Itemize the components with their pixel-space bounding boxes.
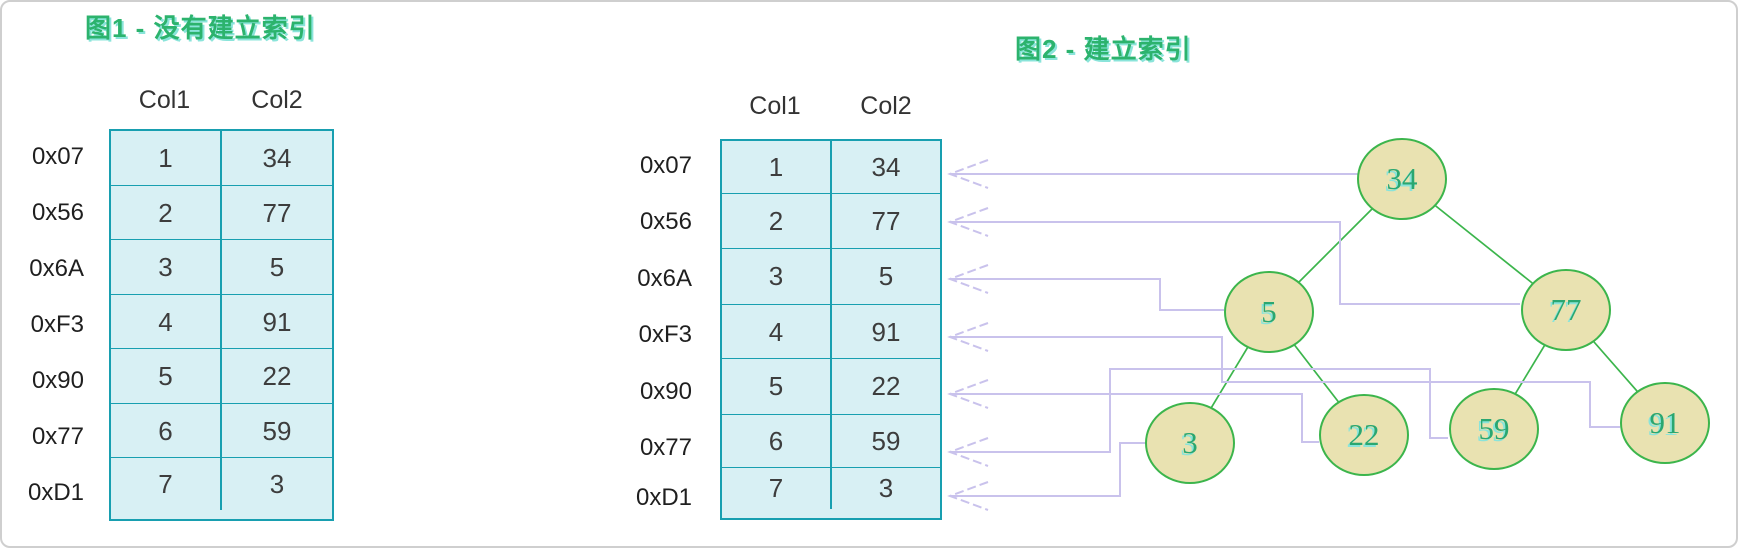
- figure1-cell-col2: 77: [262, 197, 292, 228]
- figure2-row-address: 0x90: [639, 378, 692, 405]
- figure2-row-address: 0x07: [639, 152, 692, 179]
- figure2-row-address: 0x6A: [637, 265, 692, 292]
- figure2-title: 图2 - 建立索引: [1015, 34, 1192, 64]
- tree-node-91: 91: [1620, 382, 1710, 464]
- pointer-line-3-to-0xD1: [950, 442, 1146, 497]
- tree-node-22: 22: [1319, 394, 1409, 476]
- figure1-cell-col2: 5: [269, 252, 285, 282]
- figure1-row-address: 0xD1: [27, 479, 84, 506]
- figure2-cell-col1: 2: [722, 193, 832, 248]
- figure1-row-address: 0x90: [31, 367, 84, 394]
- pointer-arrowhead-0xD1: [947, 481, 989, 511]
- figure1-row-address: 0x07: [31, 143, 84, 170]
- figure2-table-row: 2 77: [722, 193, 940, 249]
- tree-node-59: 59: [1449, 388, 1539, 470]
- figure1-cell-col1: 1: [111, 131, 222, 185]
- figure2-cell-col2: 5: [878, 261, 894, 291]
- figure1-column-header: Col2: [251, 86, 303, 114]
- figure1-row-address: 0x6A: [29, 255, 84, 282]
- figure1-row-address: 0x56: [31, 199, 84, 226]
- figure2-cell-col2: 59: [871, 425, 901, 456]
- pointer-arrowhead-0x77: [947, 437, 989, 467]
- pointer-line-5-to-0x6A: [950, 278, 1224, 311]
- pointer-arrowhead-0x6A: [947, 264, 989, 294]
- pointer-arrowhead-0x56: [947, 207, 989, 237]
- figure2-row-address: 0x56: [639, 208, 692, 235]
- figure2-column-header: Col1: [749, 92, 801, 120]
- figure1-table-row: 2 77: [111, 185, 332, 240]
- figure1-table-row: 5 22: [111, 349, 332, 404]
- figure1-cell-col1: 6: [111, 403, 222, 457]
- figure2-cell-col2: 91: [871, 316, 901, 347]
- tree-node-5: 5: [1224, 271, 1314, 353]
- figure1-cell-col2: 91: [262, 306, 292, 337]
- figure1-cell-col1: 7: [111, 458, 222, 510]
- figure2-cell-col1: 7: [722, 468, 832, 509]
- tree-node-77: 77: [1521, 269, 1611, 351]
- figure1-cell-col2: 3: [269, 469, 285, 499]
- figure1-cell-col1: 2: [111, 185, 222, 239]
- figure2-cell-col1: 6: [722, 414, 832, 467]
- tree-node-3: 3: [1145, 402, 1235, 484]
- figure1-cell-col2: 34: [262, 143, 292, 173]
- pointer-arrowhead-0x07: [947, 159, 989, 189]
- pointer-arrowhead-0xF3: [947, 322, 989, 352]
- figure1-row-address: 0x77: [31, 423, 84, 450]
- figure2-cell-col2: 3: [878, 473, 894, 503]
- tree-node-34: 34: [1357, 138, 1447, 220]
- pointer-arrowhead-0x90: [947, 379, 989, 409]
- figure2-cell-col2: 34: [871, 152, 901, 182]
- figure2-row-address: 0xF3: [638, 321, 692, 348]
- pointer-line-22-to-0x90: [950, 393, 1319, 443]
- figure2-table-row: 1 34: [722, 141, 940, 194]
- figure1-cell-col2: 22: [262, 361, 292, 391]
- figure2-table-row: 6 59: [722, 414, 940, 468]
- figure1-title: 图1 - 没有建立索引: [85, 13, 316, 43]
- figure2-table-row: 5 22: [722, 359, 940, 415]
- figure2-cell-col2: 77: [871, 205, 901, 236]
- figure1-cell-col2: 59: [262, 415, 292, 446]
- figure1-table-row: 1 34: [111, 131, 332, 186]
- figure1-cell-col1: 3: [111, 240, 222, 294]
- figure2-column-header: Col2: [860, 92, 912, 120]
- figure2-cell-col1: 3: [722, 249, 832, 304]
- figure2-cell-col1: 1: [722, 141, 832, 193]
- figure1-row-address: 0xF3: [30, 311, 84, 338]
- figure2-row-address: 0x77: [639, 434, 692, 461]
- figure2-cell-col2: 22: [871, 371, 901, 401]
- figure1-cell-col1: 4: [111, 294, 222, 348]
- figure1-table-row: 6 59: [111, 403, 332, 458]
- figure2-cell-col1: 5: [722, 359, 832, 414]
- figure1-column-header: Col1: [138, 86, 191, 114]
- figure2-cell-col1: 4: [722, 304, 832, 358]
- figure1-cell-col1: 5: [111, 349, 222, 403]
- figure2-row-address: 0xD1: [635, 484, 692, 511]
- figure1-table-row: 4 91: [111, 294, 332, 349]
- figure2-table-row: 4 91: [722, 304, 940, 359]
